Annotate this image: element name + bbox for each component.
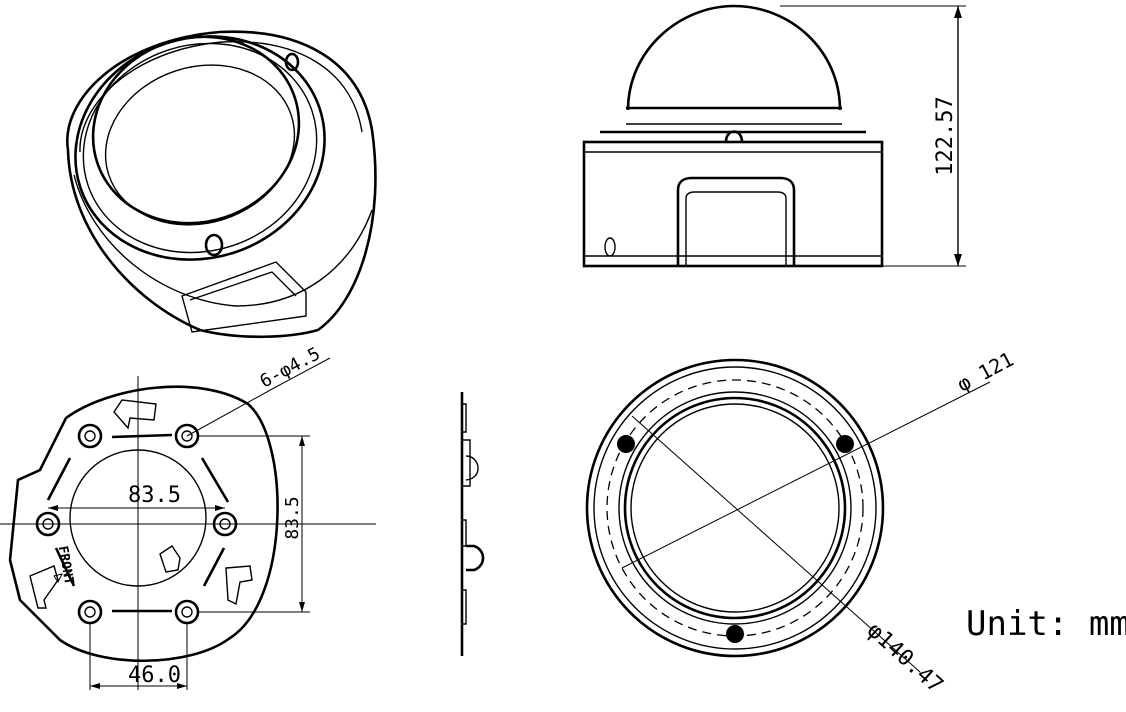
front-mark-label: FRONT (55, 545, 77, 586)
side-view: 122.57 (582, 4, 966, 268)
vertical-spacing-label: 83.5 (282, 496, 303, 539)
horizontal-spacing-label: 83.5 (128, 483, 181, 508)
height-dimension-label: 122.57 (933, 96, 958, 175)
outer-diameter-label: φ140.47 (862, 618, 948, 699)
unit-label: Unit: mm (966, 604, 1126, 644)
isometric-view (65, 30, 377, 339)
hole-spec-label: 6-φ4.5 (256, 343, 323, 392)
inner-diameter-label: φ 121 (953, 347, 1017, 396)
plate-profile-view (460, 392, 485, 656)
bottom-spacing-label: 46.0 (128, 663, 181, 688)
bottom-view: φ 121 φ140.47 (585, 347, 1018, 699)
mounting-plate-view: FRONT 6-φ4.5 83.5 83.5 46.0 (0, 343, 376, 690)
